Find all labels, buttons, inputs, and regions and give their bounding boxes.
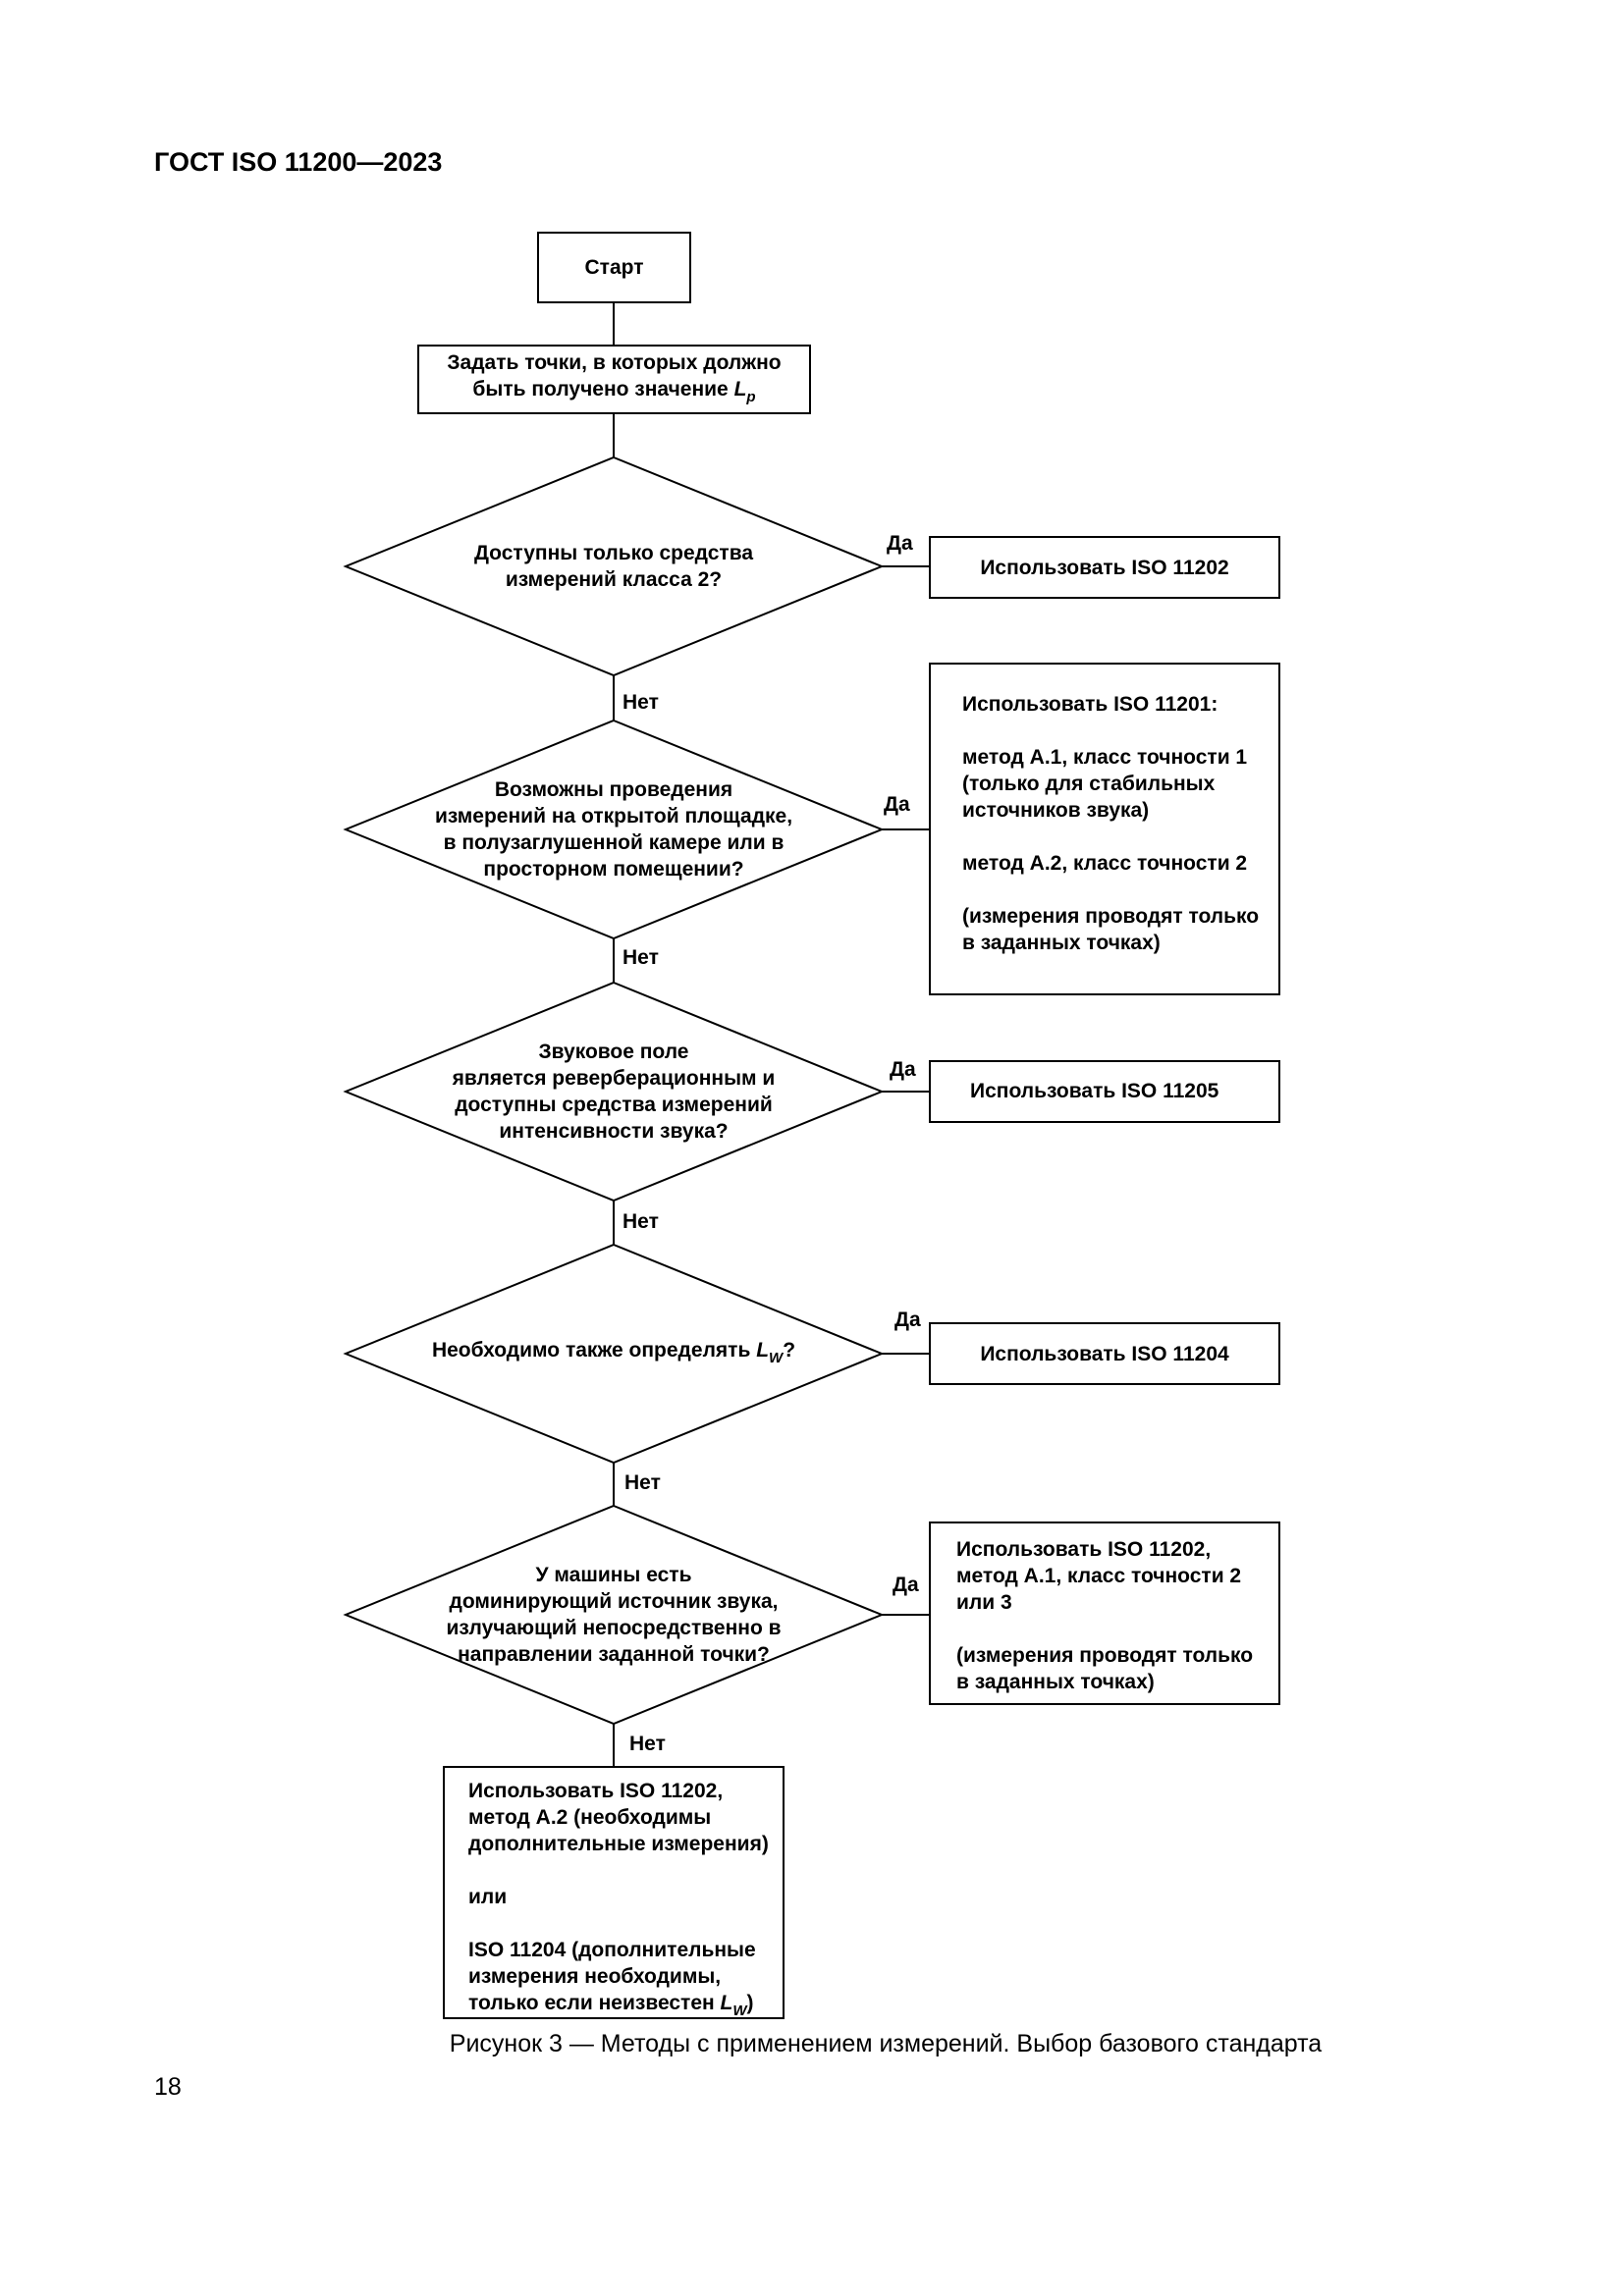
decision-2-text: Возможны проведения измерений на открыто… <box>434 778 793 881</box>
yes-label-1: Да <box>887 532 913 555</box>
yes-label-5: Да <box>893 1574 919 1596</box>
page-number: 18 <box>154 2073 182 2101</box>
no-label-1: Нет <box>623 691 659 714</box>
result-iso-11204-box: Использовать ISO 11204 <box>929 1322 1280 1385</box>
decision-5-text: У машины есть доминирующий источник звук… <box>446 1564 782 1666</box>
decision-diamond-2 <box>343 719 885 940</box>
result-iso-11201-box: Использовать ISO 11201: метод А.1, класс… <box>929 663 1280 995</box>
decision-diamond-5 <box>343 1504 885 1726</box>
figure-caption: Рисунок 3 — Методы с применением измерен… <box>449 2030 1323 2057</box>
document-header: ГОСТ ISO 11200—2023 <box>154 147 443 177</box>
no-label-2: Нет <box>623 946 659 969</box>
result-iso-11204-text: Использовать ISO 11204 <box>980 1342 1229 1365</box>
final-result-box: Использовать ISO 11202, метод А.2 (необх… <box>443 1766 785 2019</box>
result-iso-11205-box: Использовать ISO 11205 <box>929 1060 1280 1123</box>
decision-1-text: Доступны только средства измерений класс… <box>473 542 754 591</box>
yes-label-4: Да <box>894 1308 921 1331</box>
no-label-3: Нет <box>623 1210 659 1233</box>
define-points-line2: быть получено значение Lp <box>472 377 756 405</box>
result-iso-11202-text: Использовать ISO 11202 <box>980 556 1229 579</box>
decision-diamond-1 <box>343 455 885 677</box>
decision-3-text: Звуковое поле является реверберационным … <box>452 1041 776 1143</box>
yes-label-2: Да <box>884 793 910 816</box>
yes-label-3: Да <box>890 1058 916 1081</box>
define-points-line1: Задать точки, в которых должно <box>447 350 782 374</box>
result-iso-11205-text: Использовать ISO 11205 <box>970 1080 1219 1102</box>
decision-diamond-3 <box>343 981 885 1202</box>
define-points-box: Задать точки, в которых должно быть полу… <box>417 345 811 414</box>
start-box: Старт <box>537 232 691 303</box>
no-label-4: Нет <box>624 1471 661 1494</box>
decision-diamond-4 <box>343 1243 885 1465</box>
no-label-5: Нет <box>629 1733 666 1755</box>
decision-4-text: Необходимо также определять LW? <box>431 1338 796 1366</box>
result-iso-11202-box: Использовать ISO 11202 <box>929 536 1280 599</box>
start-label: Старт <box>584 256 644 279</box>
result-iso-11202-a1-box: Использовать ISO 11202, метод А.1, класс… <box>929 1522 1280 1705</box>
